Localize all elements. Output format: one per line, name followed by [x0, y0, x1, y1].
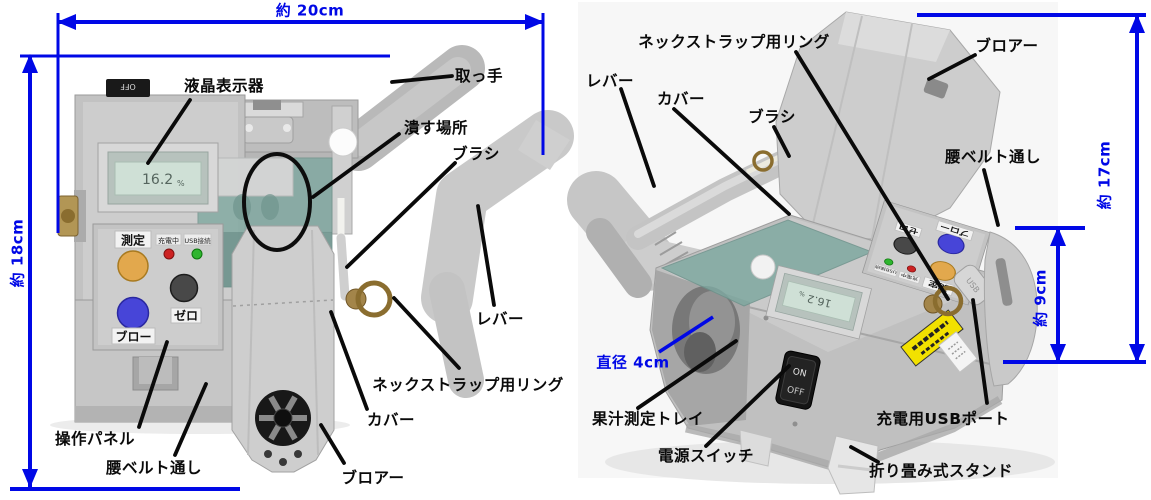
label-cover-right: カバー [656, 90, 706, 108]
top-power-switch-label: OFF [120, 82, 136, 91]
crush-block [212, 157, 294, 197]
leader-lines [137, 50, 1000, 465]
neck-strap-ring [355, 280, 393, 318]
right-figure-device: ON OFF USB [567, 2, 1058, 495]
handle [335, 45, 485, 171]
label-crush-spot: 潰す場所 [403, 119, 469, 137]
label-folding-stand: 折り畳み式スタンド [868, 462, 1014, 480]
power-off-label: OFF [786, 385, 805, 398]
label-brush-left: ブラシ [452, 145, 500, 163]
roller-right [328, 127, 358, 157]
label-lcd: 液晶表示器 [183, 77, 265, 95]
label-blower-left: ブロアー [341, 469, 405, 487]
usb-port: USB [953, 264, 993, 306]
dim-height-17cm: 約 17cm [1095, 140, 1114, 210]
crush-spot-circle [242, 152, 312, 252]
label-cover-left: カバー [366, 411, 416, 429]
belt-loop-right [983, 231, 1038, 387]
dimension-lines [10, 13, 1146, 491]
label-blower-right: ブロアー [975, 37, 1039, 55]
warning-sticker [900, 309, 964, 367]
folding-stand [739, 429, 879, 495]
label-power-switch: 電源スイッチ [657, 447, 755, 465]
label-ring-right: ネックストラップ用リング [638, 33, 830, 51]
meter-body-right [649, 214, 1009, 475]
dim-width-20cm: 約 20cm [275, 1, 345, 20]
white-knob [750, 254, 776, 280]
dim-height-18cm: 約 18cm [8, 218, 27, 288]
left-figure-device: OFF [50, 45, 574, 473]
neck-strap-ring-right [932, 285, 964, 317]
dim-height-9cm: 約 9cm [1031, 269, 1050, 327]
spec-sticker [938, 331, 978, 373]
blower-right [775, 11, 1001, 241]
blower [231, 225, 335, 473]
dim-diameter-4cm: 直径 4cm [596, 353, 670, 372]
brush [336, 198, 350, 301]
label-juice-tray: 果汁測定トレイ [591, 410, 705, 428]
label-brush-right: ブラシ [748, 108, 796, 126]
small-ring [752, 150, 774, 172]
label-belt-right: 腰ベルト通し [944, 148, 1042, 166]
label-control-panel: 操作パネル [54, 430, 136, 448]
label-lever-left: レバー [475, 310, 525, 328]
fan [255, 390, 311, 446]
label-lever-right: レバー [585, 72, 635, 90]
label-handle: 取っ手 [454, 67, 504, 85]
top-power-switch [106, 79, 150, 97]
label-ring-left: ネックストラップ用リング [372, 376, 564, 394]
label-usb-port: 充電用USBポート [876, 410, 1010, 428]
label-belt-left: 腰ベルト通し [105, 459, 203, 477]
power-on-label: ON [792, 367, 808, 380]
